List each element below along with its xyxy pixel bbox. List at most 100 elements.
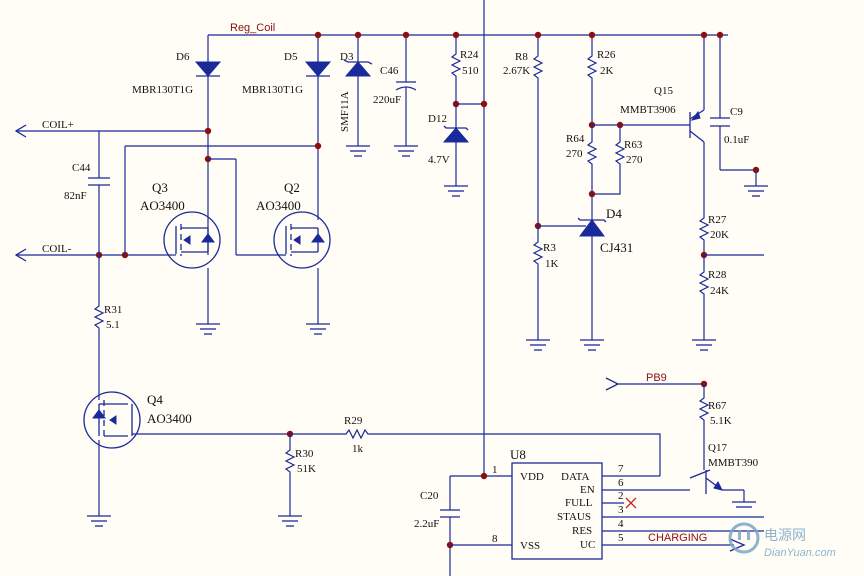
no-connect-x-icon	[625, 497, 637, 509]
watermark-site: DianYuan.com	[764, 547, 836, 559]
d5-value: MBR130T1G	[242, 84, 303, 96]
d3-ref: D3	[340, 51, 354, 63]
u8-pin-8-num: 8	[492, 533, 498, 545]
reg-coil-label: Reg_Coil	[230, 22, 275, 34]
shunt-ref-d4: D4 CJ431	[538, 194, 633, 351]
r29-value: 1k	[352, 443, 364, 455]
q3-value: AO3400	[140, 198, 185, 213]
d4-value: CJ431	[600, 240, 633, 255]
mosfet-q3: Q3 AO3400	[124, 142, 322, 335]
resistor-r67: R67 5.1K	[698, 384, 732, 470]
coil-plus-label: COIL+	[42, 119, 74, 131]
resistor-r29: R29 1k	[290, 415, 661, 476]
u8-pin-3-num: 3	[618, 504, 624, 516]
c44-ref: C44	[72, 162, 91, 174]
r26-value: 2K	[600, 65, 614, 77]
c9-value: 0.1uF	[724, 134, 749, 146]
q17-value: MMBT390	[708, 457, 759, 469]
diode-d5: D5 MBR130T1G	[242, 51, 332, 220]
r63-ref: R63	[624, 139, 643, 151]
q4-ref: Q4	[147, 392, 163, 407]
mosfet-q4: Q4 AO3400	[83, 391, 290, 527]
transistor-q15: Q15 MMBT3906	[620, 85, 705, 214]
resistor-r3: R3 1K	[526, 222, 559, 351]
q2-value: AO3400	[256, 198, 301, 213]
capacitor-c46: C46 220uF	[373, 62, 418, 157]
c9-ref: C9	[730, 106, 743, 118]
r30-value: 51K	[297, 463, 316, 475]
c44-value: 82nF	[64, 190, 87, 202]
transistor-q17: Q17 MMBT390	[689, 442, 759, 508]
r63-value: 270	[626, 154, 643, 166]
u8-pin-2-num: 2	[618, 490, 624, 502]
pb9-net: PB9	[605, 372, 708, 391]
r26-ref: R26	[597, 49, 616, 61]
r67-value: 5.1K	[710, 415, 732, 427]
d6-value: MBR130T1G	[132, 84, 193, 96]
d3-value: SMF11A	[339, 91, 351, 132]
r64-value: 270	[566, 148, 583, 160]
u8-pin-4-name: RES	[572, 525, 592, 537]
resistor-r27: R27 20K	[698, 214, 729, 255]
top-junctions	[314, 31, 724, 39]
u8-pin-6-name: EN	[580, 484, 595, 496]
resistor-r24: R24 510	[450, 49, 479, 104]
d4-ref: D4	[606, 206, 622, 221]
d12-ref: D12	[428, 113, 447, 125]
q4-value: AO3400	[147, 411, 192, 426]
c20-ref: C20	[420, 490, 439, 502]
r30-ref: R30	[295, 448, 314, 460]
q3-ref: Q3	[152, 180, 168, 195]
r28-value: 24K	[710, 285, 729, 297]
d12-value: 4.7V	[428, 154, 450, 166]
u8-pin-6-num: 6	[618, 477, 624, 489]
c20-value: 2.2uF	[414, 518, 439, 530]
u8-pin-5-name: UC	[580, 539, 595, 551]
resistor-r28: R28 24K	[692, 251, 764, 351]
u8-pin-7-num: 7	[618, 463, 624, 475]
diode-d6: D6 MBR130T1G	[132, 51, 222, 255]
r67-ref: R67	[708, 400, 727, 412]
r27-value: 20K	[710, 229, 729, 241]
u8-pin-5-num: 5	[618, 532, 624, 544]
resistor-r26: R26 2K	[586, 49, 616, 125]
capacitor-c44: C44 82nF	[64, 131, 110, 290]
c46-value: 220uF	[373, 94, 401, 106]
u8-pin-2-name: FULL	[565, 497, 593, 509]
capacitor-c20: C20 2.2uF	[414, 472, 512, 576]
r3-ref: R3	[543, 242, 556, 254]
r8-value: 2.67K	[503, 65, 530, 77]
q17-ref: Q17	[708, 442, 727, 454]
resistor-r31: R31 5.1	[93, 290, 122, 400]
coil-minus-label: COIL-	[42, 243, 72, 255]
r29-ref: R29	[344, 415, 363, 427]
resistor-r64: R64 270	[566, 121, 598, 194]
q15-value: MMBT3906	[620, 104, 676, 116]
resistor-r8: R8 2.67K	[503, 51, 544, 226]
capacitor-c9: C9 0.1uF	[710, 106, 768, 197]
r28-ref: R28	[708, 269, 727, 281]
c46-ref: C46	[380, 65, 399, 77]
resistor-r30: R30 51K	[278, 430, 316, 527]
pb9-label: PB9	[646, 372, 667, 384]
r64-ref: R64	[566, 133, 585, 145]
dianyuan-watermark: 电源网 DianYuan.com	[728, 522, 836, 559]
r3-value: 1K	[545, 258, 559, 270]
u8-pin-7-name: DATA	[561, 471, 590, 483]
u8-pin-1-name: VDD	[520, 471, 544, 483]
d5-ref: D5	[284, 51, 298, 63]
tvs-d3: D3 SMF11A	[339, 51, 373, 157]
coil-minus-port: COIL-	[14, 243, 164, 262]
r31-value: 5.1	[106, 319, 120, 331]
r8-ref: R8	[515, 51, 528, 63]
r31-ref: R31	[104, 304, 122, 316]
u8-ref: U8	[510, 447, 526, 462]
charging-label: CHARGING	[648, 532, 707, 544]
r27-ref: R27	[708, 214, 727, 226]
u8-pin-3-name: STAUS	[557, 511, 591, 523]
plug-logo-icon	[728, 522, 760, 554]
u8-pin-8-name: VSS	[520, 540, 540, 552]
ic-u8: U8 1 VDD 8 VSS DATA 7 EN 6 FULL 2 STAUS …	[492, 447, 764, 560]
mosfet-q2: Q2 AO3400	[236, 180, 331, 335]
